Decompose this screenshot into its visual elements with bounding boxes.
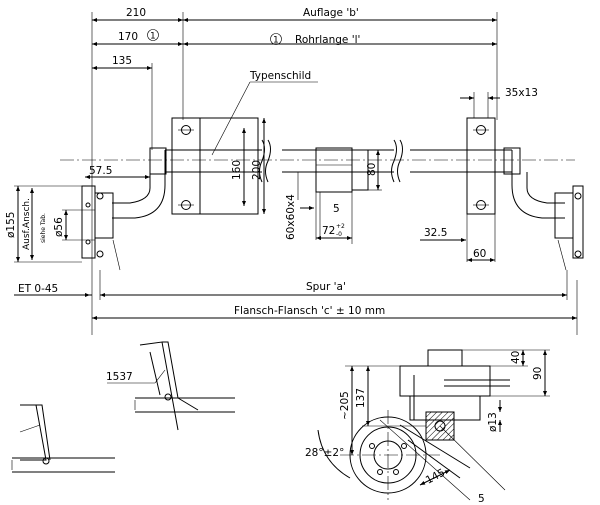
dim-200: 200 [251, 160, 263, 180]
dim-137: 137 [355, 388, 367, 408]
dim-spur: Spur 'a' [306, 281, 346, 293]
dim-210: 210 [126, 7, 146, 19]
dim-5b: 5 [478, 493, 485, 505]
detail-left: 1537 [11, 341, 235, 473]
dim-28-deg: 28°±2° [305, 447, 344, 459]
dim-35x13: 35x13 [505, 87, 538, 99]
dim-60: 60 [473, 248, 486, 260]
note-circle-1b: 1 [273, 36, 279, 46]
dim-72: 72 [322, 225, 335, 237]
dim-60x60x4: 60x60x4 [285, 194, 297, 240]
dim-72-tol-minus: -0 [336, 231, 342, 238]
dim-1537: 1537 [106, 371, 133, 383]
dim-145: 145 [424, 467, 447, 487]
dim-72-tol-plus: +2 [336, 223, 345, 230]
dim-d13: ø13 [487, 412, 499, 432]
label-ausf-ansch: Ausf.Ansch. [22, 198, 32, 250]
axle-top-view: 210 Auflage 'b' 170 1 1 Rohrlange 'l' 13… [5, 7, 584, 335]
dim-rohrlange: Rohrlange 'l' [295, 34, 360, 46]
dim-90: 90 [532, 367, 544, 380]
dim-32-5: 32.5 [424, 227, 447, 239]
dim-flansch: Flansch-Flansch 'c' ± 10 mm [234, 305, 385, 317]
dim-160: 160 [231, 160, 243, 180]
side-view: ~205 137 40 90 ø13 28°±2° 145 5 [305, 349, 550, 505]
label-typenschild: Typenschild [249, 70, 311, 82]
dim-auflage: Auflage 'b' [303, 7, 359, 19]
dim-205: ~205 [339, 391, 351, 420]
dim-5: 5 [333, 203, 340, 215]
dim-et: ET 0-45 [18, 283, 58, 295]
dim-40: 40 [510, 351, 522, 364]
dim-57-5: 57.5 [89, 165, 112, 177]
dim-135: 135 [112, 55, 132, 67]
dim-80: 80 [366, 163, 378, 176]
dim-170: 170 [118, 31, 138, 43]
note-circle-1a: 1 [150, 32, 156, 42]
dim-d155: ø155 [5, 212, 17, 238]
dim-d56: ø56 [53, 217, 65, 237]
label-siehe-tab: siehe Tab. [40, 213, 47, 243]
